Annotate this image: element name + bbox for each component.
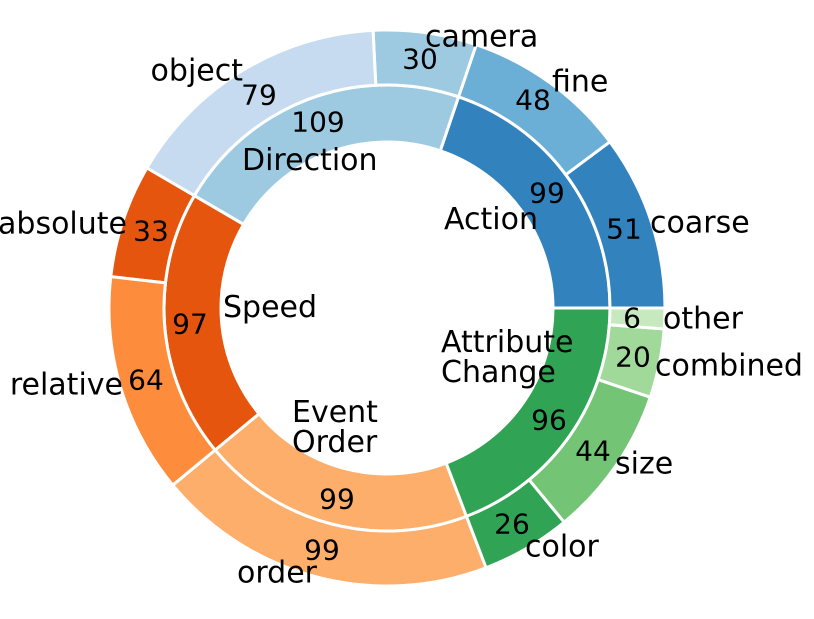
value-label-size: 44 [575,434,611,468]
value-label-speed: 97 [172,307,208,341]
value-label-absolute: 33 [133,214,169,248]
value-label-relative: 64 [128,363,164,397]
subcategory-label-relative: relative [9,367,123,403]
value-label-color: 26 [494,507,530,541]
value-label-action: 99 [529,176,565,210]
subcategory-label-other: other [663,301,743,337]
value-label-object: 79 [241,78,277,112]
category-label-direction: Direction [242,143,378,178]
value-label-direction: 109 [291,105,345,139]
value-label-other: 6 [623,301,641,335]
subcategory-label-color: color [525,529,599,565]
subcategory-label-combined: combined [655,348,803,384]
value-label-attribute-change: 96 [531,403,567,437]
value-label-camera: 30 [402,42,438,76]
subcategory-label-camera: camera [425,19,539,55]
wedge-other [607,306,667,331]
value-label-event-order: 99 [319,482,355,516]
value-label-combined: 20 [615,340,651,374]
value-label-fine: 48 [515,83,551,117]
subcategory-label-object: object [150,53,243,89]
subcategory-label-coarse: coarse [650,205,750,241]
category-label-speed: Speed [223,290,318,325]
value-label-order: 99 [304,533,340,567]
category-label-action: Action [444,202,538,237]
subcategory-label-absolute: absolute [0,206,127,242]
subcategory-label-size: size [615,446,674,482]
subcategory-label-fine: fine [552,64,609,100]
subcategory-label-order: order [237,555,317,591]
value-label-coarse: 51 [606,212,642,246]
